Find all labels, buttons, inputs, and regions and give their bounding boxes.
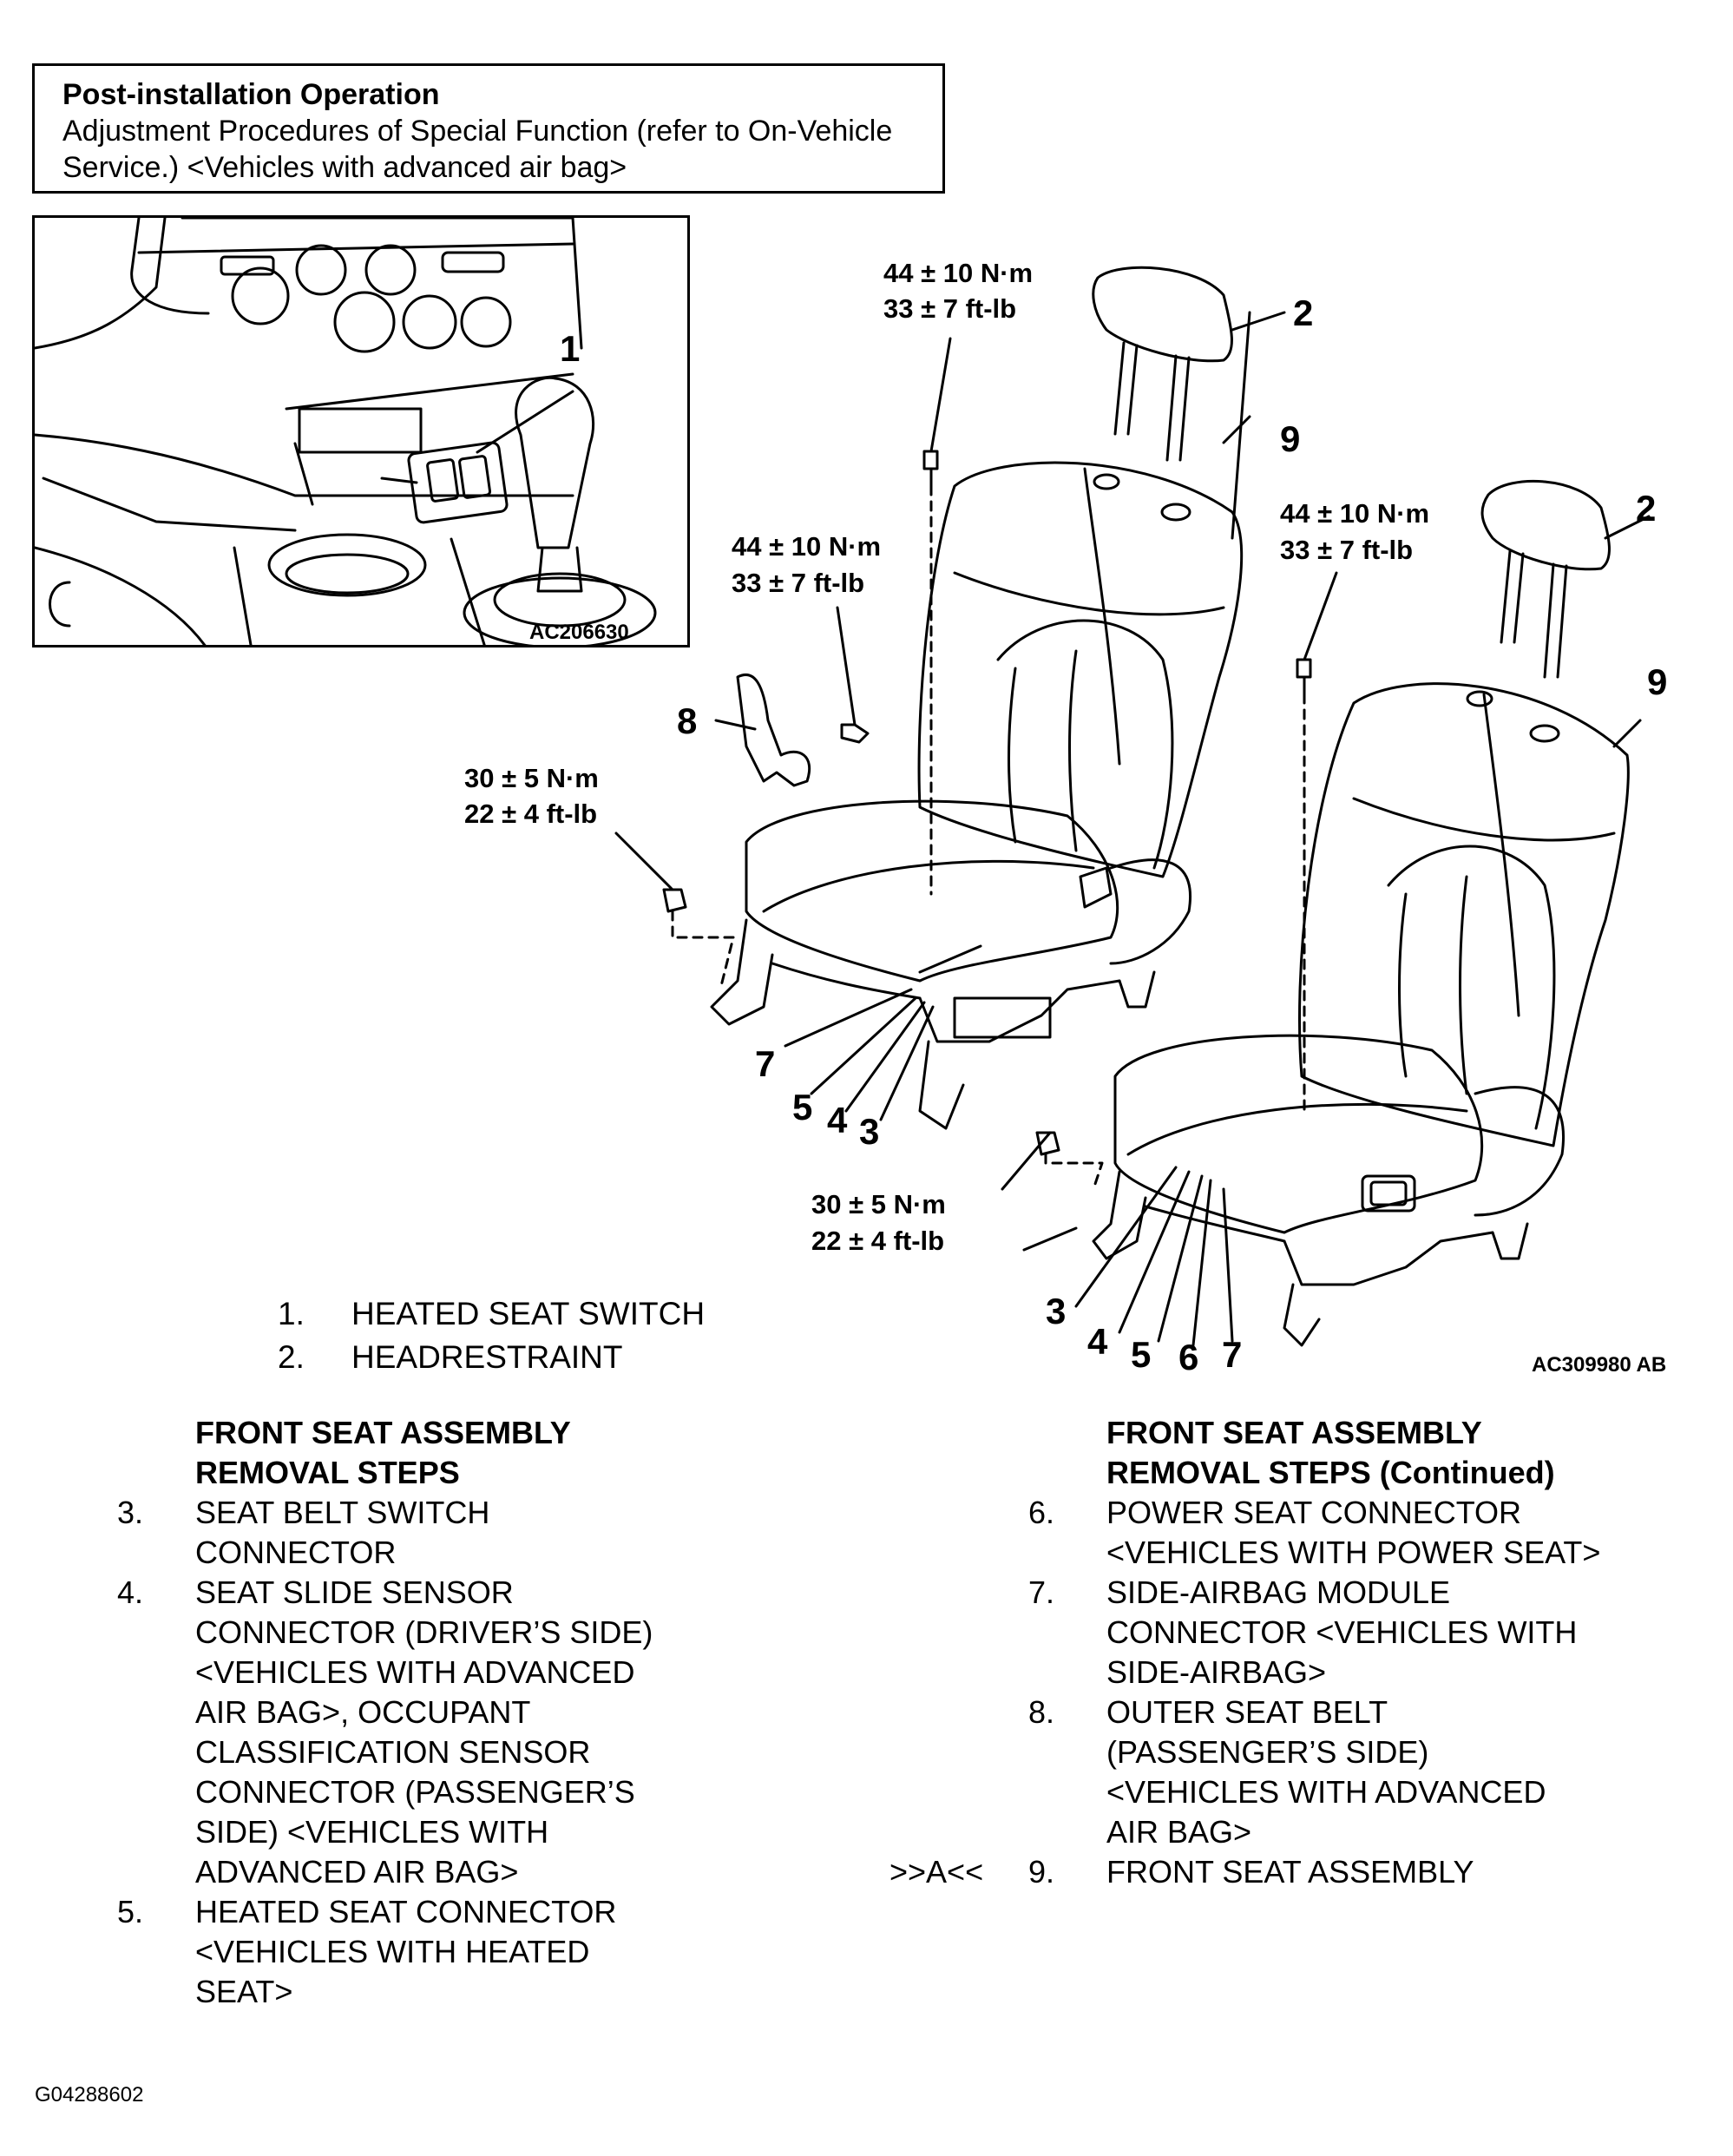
note-title: Post-installation Operation <box>62 78 440 111</box>
step-line: CONNECTOR <VEHICLES WITH <box>1106 1614 1578 1650</box>
step-num: 8. <box>1028 1694 1055 1730</box>
callout-seat-left: 9 <box>1280 418 1300 459</box>
step-line: CONNECTOR (DRIVER’S SIDE) <box>195 1614 653 1650</box>
callout-right-6: 6 <box>1178 1337 1198 1377</box>
seat-back-right <box>1298 682 1630 1147</box>
removal-steps-right: FRONT SEAT ASSEMBLY REMOVAL STEPS (Conti… <box>889 1413 1714 1892</box>
step-line: <VEHICLES WITH HEATED <box>195 1934 590 1969</box>
legend-item: 1. HEATED SEAT SWITCH <box>278 1293 798 1337</box>
post-installation-note: Post-installation Operation Adjustment P… <box>32 63 945 194</box>
step-line: OUTER SEAT BELT <box>1106 1694 1388 1730</box>
seat-cushion-right <box>1113 1034 1484 1234</box>
diagram-image-code: AC309980 AB <box>1532 1353 1666 1377</box>
callout-left-4: 4 <box>827 1100 848 1140</box>
torque-left-nut-ft: 22 ± 4 ft-lb <box>464 799 597 829</box>
step-line: POWER SEAT CONNECTOR <box>1106 1495 1522 1530</box>
seat-cushion-left <box>745 799 1119 983</box>
step-line: <VEHICLES WITH ADVANCED <box>1106 1774 1546 1810</box>
service-point-marker: >>A<< <box>889 1854 984 1890</box>
step-num: 7. <box>1028 1574 1055 1610</box>
step-item: >>A<< 9. FRONT SEAT ASSEMBLY <box>889 1852 1714 1892</box>
step-line: CONNECTOR (PASSENGER’S <box>195 1774 635 1810</box>
step-line: HEATED SEAT CONNECTOR <box>195 1894 617 1929</box>
callout-right-7: 7 <box>1222 1334 1242 1375</box>
step-num: 3. <box>117 1495 144 1530</box>
callout-headrest-right: 2 <box>1636 488 1656 529</box>
right-heading-line2: REMOVAL STEPS (Continued) <box>1106 1455 1555 1490</box>
legend: 1. HEATED SEAT SWITCH 2. HEADRESTRAINT <box>278 1293 798 1380</box>
step-line: <VEHICLES WITH ADVANCED <box>195 1654 635 1690</box>
right-heading-line1: FRONT SEAT ASSEMBLY <box>1106 1415 1482 1450</box>
step-line: AIR BAG> <box>1106 1814 1252 1850</box>
callout-right-3: 3 <box>1046 1291 1066 1331</box>
torque-left-nut-nm: 30 ± 5 N·m <box>464 763 599 793</box>
step-line: ADVANCED AIR BAG> <box>195 1854 519 1890</box>
left-heading-line1: FRONT SEAT ASSEMBLY <box>195 1415 571 1450</box>
torque-right-nut-nm: 30 ± 5 N·m <box>811 1189 946 1219</box>
step-num: 6. <box>1028 1495 1055 1530</box>
seat-back-left <box>917 461 1244 878</box>
step-item: 4. SEAT SLIDE SENSOR CONNECTOR (DRIVER’S… <box>117 1573 725 1892</box>
callout-right-5: 5 <box>1131 1334 1151 1375</box>
step-num: 5. <box>117 1894 144 1929</box>
callout-headrest-left: 2 <box>1293 293 1313 333</box>
left-heading-line2: REMOVAL STEPS <box>195 1455 460 1490</box>
torque-right-nut-ft: 22 ± 4 ft-lb <box>811 1226 944 1256</box>
removal-steps-left: FRONT SEAT ASSEMBLY REMOVAL STEPS 3. SEA… <box>117 1413 725 2012</box>
callout-right-4: 4 <box>1087 1321 1108 1362</box>
legend-item: 2. HEADRESTRAINT <box>278 1337 798 1380</box>
step-line: SIDE-AIRBAG> <box>1106 1654 1327 1690</box>
step-line: <VEHICLES WITH POWER SEAT> <box>1106 1535 1601 1570</box>
step-line: SEAT SLIDE SENSOR <box>195 1574 514 1610</box>
callout-seat-right: 9 <box>1647 661 1667 702</box>
legend-num: 2. <box>278 1339 305 1375</box>
callout-seat-belt: 8 <box>677 700 697 741</box>
front-seat-assembly-diagram: 2 2 9 9 8 7 5 4 3 3 4 5 6 7 44 ± 10 N·m … <box>464 258 1667 1377</box>
step-line: CLASSIFICATION SENSOR <box>195 1734 591 1770</box>
step-line: SIDE) <VEHICLES WITH <box>195 1814 549 1850</box>
callout-left-3: 3 <box>859 1111 879 1152</box>
callout-left-5: 5 <box>792 1087 812 1127</box>
torque-right-ft: 33 ± 7 ft-lb <box>1280 535 1413 565</box>
step-num: 4. <box>117 1574 144 1610</box>
note-body-line1: Adjustment Procedures of Special Functio… <box>62 115 893 148</box>
step-line: SEAT BELT SWITCH <box>195 1495 490 1530</box>
step-item: 8. OUTER SEAT BELT (PASSENGER’S SIDE) <V… <box>1028 1693 1714 1852</box>
torque-belt-ft: 33 ± 7 ft-lb <box>732 568 864 598</box>
step-line: CONNECTOR <box>195 1535 397 1570</box>
headrest-left <box>1092 266 1233 363</box>
step-item: 7. SIDE-AIRBAG MODULE CONNECTOR <VEHICLE… <box>1028 1573 1714 1693</box>
dashboard-illustration: 1 AC206630 <box>35 218 657 645</box>
step-line: AIR BAG>, OCCUPANT <box>195 1694 531 1730</box>
headrest-right <box>1480 479 1611 571</box>
heated-seat-switch-inset: 1 AC206630 <box>32 215 690 647</box>
inset-image-code: AC206630 <box>529 621 629 644</box>
callout-left-7: 7 <box>755 1043 775 1084</box>
torque-belt-nm: 44 ± 10 N·m <box>732 531 881 562</box>
step-item: 6. POWER SEAT CONNECTOR <VEHICLES WITH P… <box>1028 1493 1714 1573</box>
legend-text: HEATED SEAT SWITCH <box>351 1296 706 1331</box>
torque-headrest-nm: 44 ± 10 N·m <box>883 258 1033 288</box>
step-item: 3. SEAT BELT SWITCH CONNECTOR <box>117 1493 725 1573</box>
step-line: (PASSENGER’S SIDE) <box>1106 1734 1429 1770</box>
torque-right-nm: 44 ± 10 N·m <box>1280 498 1429 529</box>
legend-text: HEADRESTRAINT <box>351 1339 623 1375</box>
step-line: FRONT SEAT ASSEMBLY <box>1106 1854 1474 1890</box>
step-item: 5. HEATED SEAT CONNECTOR <VEHICLES WITH … <box>117 1892 725 2012</box>
step-num: 9. <box>1028 1854 1055 1890</box>
legend-num: 1. <box>278 1296 305 1331</box>
torque-headrest-ft: 33 ± 7 ft-lb <box>883 293 1016 324</box>
footer-image-code: G04288602 <box>35 2083 144 2107</box>
inset-callout-1: 1 <box>560 328 580 369</box>
step-line: SIDE-AIRBAG MODULE <box>1106 1574 1451 1610</box>
note-body-line2: Service.) <Vehicles with advanced air ba… <box>62 151 627 184</box>
step-line: SEAT> <box>195 1974 293 2009</box>
